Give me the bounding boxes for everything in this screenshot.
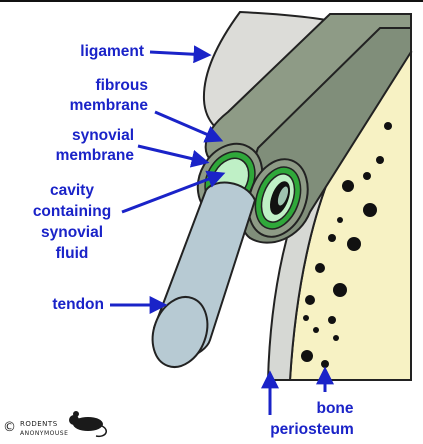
right-tendon-highlight bbox=[277, 186, 289, 206]
periosteum-label: periosteum bbox=[270, 421, 354, 438]
cavity-label-line2: containing bbox=[32, 203, 112, 220]
cavity-label-line4: fluid bbox=[55, 245, 89, 262]
tendon-label: tendon bbox=[52, 296, 104, 313]
synovial-membrane-label-line2: membrane bbox=[55, 147, 134, 164]
ligament-label: ligament bbox=[80, 43, 144, 60]
cavity-label-line1: cavity bbox=[50, 182, 94, 199]
logo-line1: RODENTS bbox=[20, 420, 58, 428]
cavity-arrow bbox=[121, 170, 226, 214]
cavity-label-line3: synovial bbox=[40, 224, 104, 241]
mouse-icon bbox=[69, 411, 107, 438]
synovial-arrow bbox=[137, 144, 210, 168]
copyright-symbol: © bbox=[3, 420, 17, 435]
fibrous-arrow bbox=[154, 110, 224, 143]
bone-holes bbox=[301, 122, 392, 368]
fibrous-membrane-label-line1: fibrous bbox=[95, 77, 148, 94]
synovial-membrane-label-line1: synovial bbox=[71, 127, 134, 144]
tendon-end bbox=[151, 296, 209, 368]
bone-label: bone bbox=[316, 400, 354, 417]
fibrous-membrane-label-line2: membrane bbox=[69, 97, 148, 114]
label-arrows bbox=[110, 45, 334, 415]
logo-line2: ANONYMOUSE bbox=[20, 430, 69, 437]
ligament-arrow bbox=[149, 45, 212, 64]
